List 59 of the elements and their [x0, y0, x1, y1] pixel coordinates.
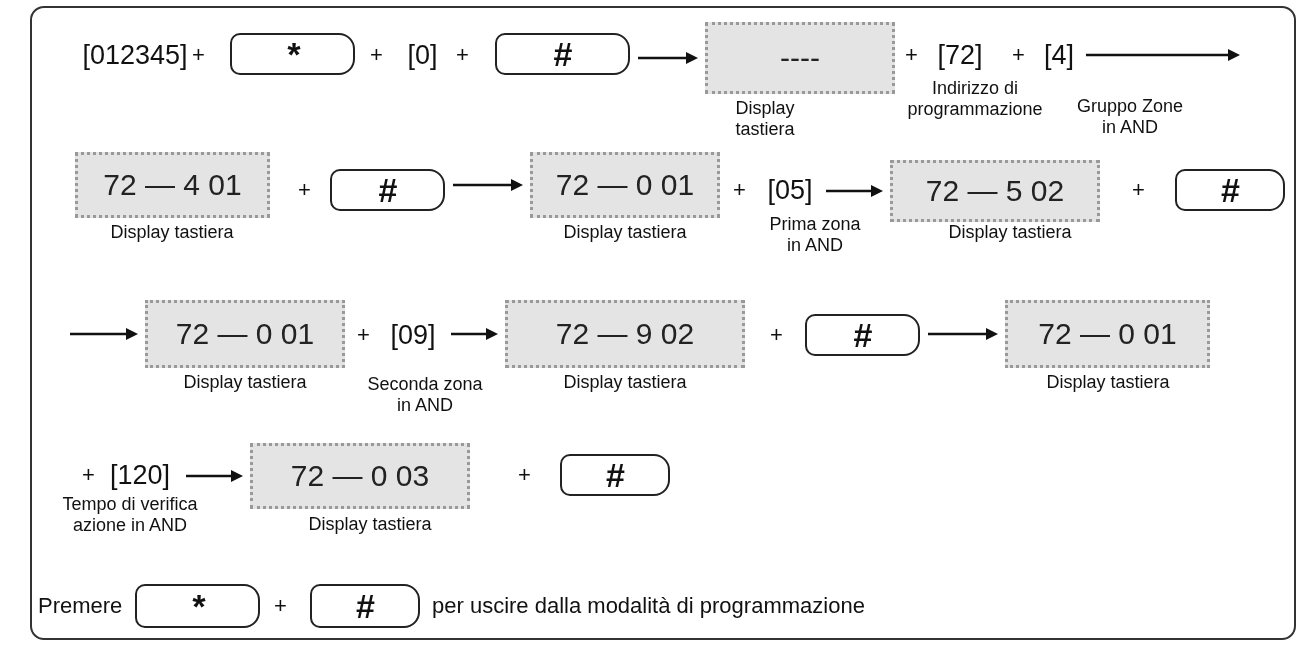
display-box: 72 — 0 01 — [1005, 300, 1210, 368]
arrow — [1086, 49, 1240, 61]
arrow — [451, 328, 498, 340]
code-text: [09] — [383, 315, 443, 355]
display-box: 72 — 4 01 — [75, 152, 270, 218]
arrow — [928, 328, 998, 340]
arrow — [70, 328, 138, 340]
display-box: 72 — 0 03 — [250, 443, 470, 509]
arrow — [453, 179, 523, 191]
caption-text: Seconda zona in AND — [366, 374, 484, 416]
arrow — [638, 52, 698, 64]
code-text: [72] — [930, 35, 990, 75]
display-box: 72 — 5 02 — [890, 160, 1100, 222]
plus-sign: + — [905, 42, 918, 68]
arrow — [186, 470, 243, 482]
key-button: * — [135, 584, 260, 628]
caption-text: Display tastiera — [109, 222, 235, 243]
key-button: # — [310, 584, 420, 628]
arrow — [826, 185, 883, 197]
code-text: [05] — [762, 170, 818, 210]
caption-text: Display tastiera — [562, 222, 688, 243]
key-button: # — [330, 169, 445, 211]
plus-sign: + — [770, 322, 783, 348]
plus-sign: + — [518, 462, 531, 488]
key-button: # — [495, 33, 630, 75]
caption-text: Display tastiera — [182, 372, 308, 393]
caption-text: Gruppo Zone in AND — [1075, 96, 1185, 138]
caption-text: Display tastiera — [734, 98, 796, 140]
plus-sign: + — [357, 322, 370, 348]
code-text: [120] — [102, 455, 178, 495]
caption-text: Display tastiera — [562, 372, 688, 393]
code-text: [0] — [400, 35, 445, 75]
caption-text: Display tastiera — [947, 222, 1073, 243]
display-box: 72 — 9 02 — [505, 300, 745, 368]
display-box: 72 — 0 01 — [145, 300, 345, 368]
plus-sign: + — [456, 42, 469, 68]
key-button: # — [560, 454, 670, 496]
caption-text: Indirizzo di programmazione — [906, 78, 1044, 120]
caption-text: Tempo di verifica azione in AND — [61, 494, 199, 536]
code-text: [4] — [1040, 35, 1078, 75]
plus-sign: + — [192, 42, 205, 68]
plus-sign: + — [82, 462, 95, 488]
instruction-text: per uscire dalla modalità di programmazione — [432, 593, 865, 619]
plus-sign: + — [733, 177, 746, 203]
caption-text: Display tastiera — [307, 514, 433, 535]
plus-sign: + — [298, 177, 311, 203]
caption-text: Display tastiera — [1045, 372, 1171, 393]
display-box: 72 — 0 01 — [530, 152, 720, 218]
caption-text: Prima zona in AND — [768, 214, 862, 256]
plus-sign: + — [1132, 177, 1145, 203]
display-box: ---- — [705, 22, 895, 94]
plus-sign: + — [274, 593, 287, 619]
key-button: # — [1175, 169, 1285, 211]
plus-sign: + — [370, 42, 383, 68]
code-text: [012345] — [85, 35, 185, 75]
key-button: # — [805, 314, 920, 356]
plus-sign: + — [1012, 42, 1025, 68]
instruction-text: Premere — [38, 593, 123, 619]
key-button: * — [230, 33, 355, 75]
